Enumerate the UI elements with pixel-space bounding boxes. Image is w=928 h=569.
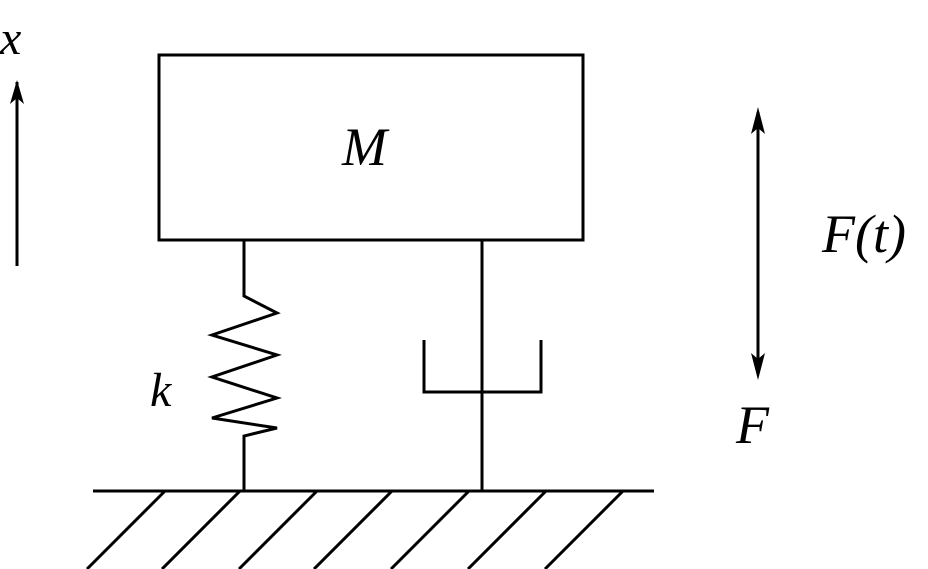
spring [207, 240, 282, 491]
displacement-label: x [0, 12, 21, 65]
damper [422, 240, 543, 491]
spring-constant-label: k [150, 364, 173, 417]
mass-block [157, 53, 585, 242]
force-short-label: F [735, 395, 770, 455]
displacement-arrow [10, 80, 24, 266]
mass-label: M [341, 117, 390, 177]
ground [85, 489, 654, 569]
force-label: F(t) [821, 204, 906, 264]
force-double-arrow [751, 107, 765, 380]
